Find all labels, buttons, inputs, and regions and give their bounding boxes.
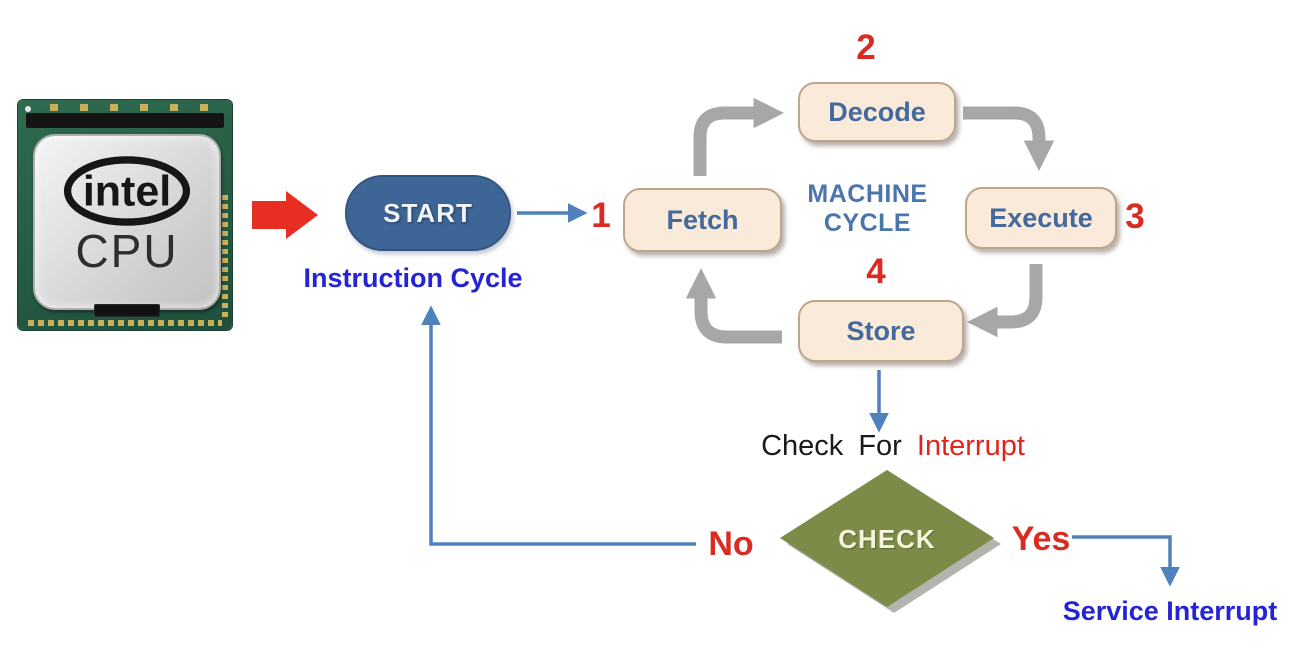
step-number-3: 3 [1125, 197, 1145, 236]
cpu-pins-right [222, 195, 228, 318]
check-diamond [780, 470, 994, 607]
cpu-heat-spreader: intel CPU [33, 134, 221, 317]
cpu-pins-bottom [28, 320, 222, 326]
service-interrupt-label: Service Interrupt [1062, 596, 1278, 626]
fetch-box: Fetch [623, 188, 782, 252]
arrow-decode-to-execute [963, 106, 1055, 172]
step-number-4: 4 [866, 252, 886, 291]
instruction-cycle-label: Instruction Cycle [303, 263, 523, 293]
intel-logo-text: intel [83, 168, 171, 216]
cpu-label: CPU [75, 225, 179, 277]
cpu-chip-image: intel CPU [18, 100, 232, 330]
machine-cycle-line1: MACHINE [807, 180, 928, 208]
start-node: START [345, 175, 511, 251]
execute-box: Execute [965, 187, 1117, 249]
cpu-pin1-dot [25, 106, 31, 112]
machine-cycle-line2: CYCLE [823, 209, 912, 237]
check-diamond-label: CHECK [838, 524, 935, 554]
check-for-text: Check For [761, 430, 902, 462]
yes-branch-label: Yes [1011, 520, 1071, 558]
check-for-interrupt-label: Check For Interrupt [743, 430, 1043, 463]
no-branch-label: No [708, 525, 754, 563]
arrow-fetch-to-decode [693, 97, 785, 176]
step-number-1: 1 [591, 196, 611, 235]
arrow-no-to-instruction-cycle [421, 305, 696, 546]
decode-box: Decode [798, 82, 956, 142]
cpu-pins-top [28, 104, 222, 111]
cpu-top-strip [26, 113, 224, 128]
arrow-execute-to-store [966, 264, 1043, 338]
arrow-store-to-fetch [685, 267, 782, 344]
intel-logo-icon: intel [63, 156, 191, 226]
store-box: Store [798, 300, 964, 362]
interrupt-text: Interrupt [916, 430, 1025, 462]
cpu-to-start-arrow-icon [252, 191, 318, 239]
machine-cycle-label: MACHINE CYCLE [790, 180, 945, 238]
step-number-2: 2 [856, 28, 876, 67]
cpu-bottom-chip [94, 304, 160, 317]
arrow-yes-to-service-interrupt [1072, 535, 1180, 587]
